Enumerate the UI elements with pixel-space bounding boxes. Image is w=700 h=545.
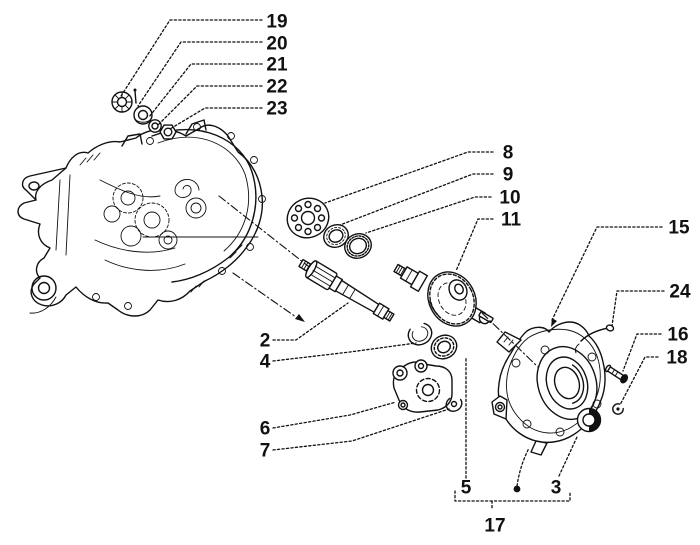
circlip-and-bearing-4: [407, 322, 458, 360]
callout-leader-lines: [120, 19, 665, 511]
callout-20: 20: [266, 33, 288, 55]
clip-18: [612, 403, 624, 415]
callout-23: 23: [266, 98, 288, 120]
bolt-16: [604, 364, 629, 384]
callout-6: 6: [259, 418, 271, 440]
callout-4: 4: [259, 351, 271, 373]
gear-shaft: [393, 263, 490, 327]
gearbox-cover: [478, 311, 615, 456]
callout-9: 9: [502, 164, 514, 186]
callout-10: 10: [499, 187, 521, 209]
callout-22: 22: [266, 76, 288, 98]
callout-21: 21: [266, 54, 288, 76]
callout-8: 8: [502, 142, 514, 164]
callout-19: 19: [266, 11, 288, 33]
helical-gear: [427, 271, 477, 327]
breather-pipe-24: [574, 324, 615, 354]
assembly-axis-lines: [218, 195, 539, 368]
pump-bracket-6-7: [392, 359, 463, 413]
callout-15: 15: [668, 217, 690, 239]
hub-nut-3: [576, 407, 602, 433]
washer-ring-10: [344, 233, 372, 259]
spacer-ring-9: [323, 224, 349, 248]
callout-3: 3: [550, 477, 562, 499]
callout-11: 11: [500, 209, 522, 231]
callout-16: 16: [667, 324, 689, 346]
wheel-axle-shaft: [298, 258, 395, 322]
callout-2: 2: [259, 330, 271, 352]
callout-7: 7: [259, 440, 271, 462]
callout-17: 17: [484, 515, 506, 537]
callout-5: 5: [460, 477, 472, 499]
callout-18: 18: [666, 347, 688, 369]
ball-bearing-8: [286, 197, 330, 239]
callout-24: 24: [669, 281, 691, 303]
crankcase-drawing: [17, 119, 266, 317]
